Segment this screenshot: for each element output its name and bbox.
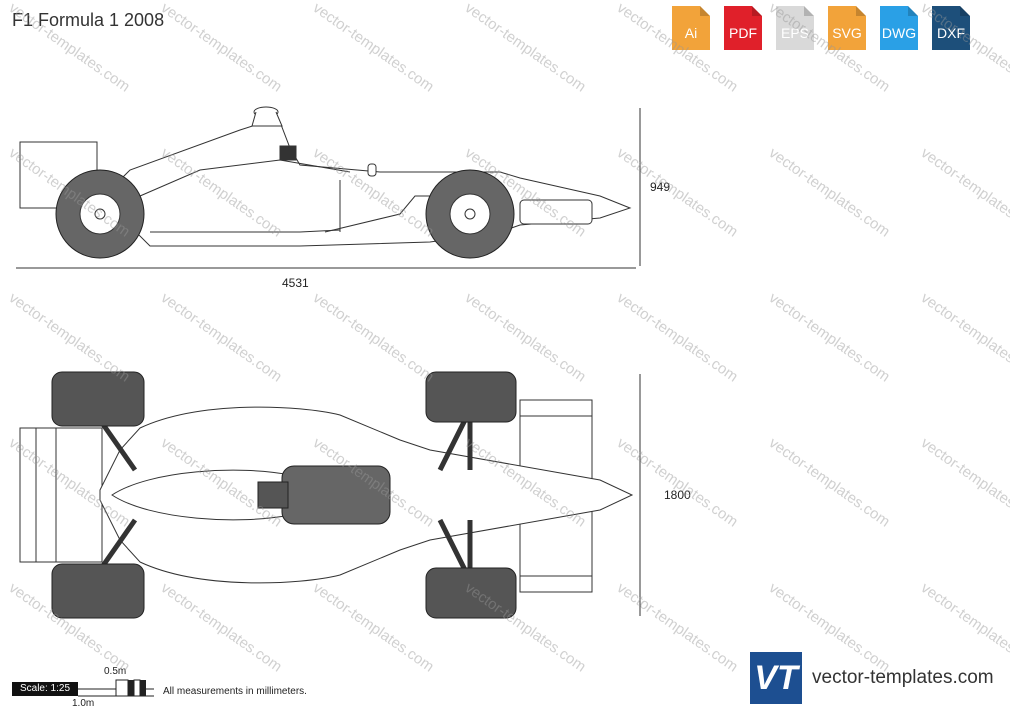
side-view <box>16 106 641 269</box>
format-icon-dwg[interactable]: DWG <box>876 4 922 52</box>
page-title: F1 Formula 1 2008 <box>12 10 165 30</box>
length-dimension: 4531 <box>282 276 309 290</box>
format-label: SVG <box>832 25 862 41</box>
scale-full-label: 1.0m <box>72 698 95 709</box>
format-icon-eps[interactable]: EPS <box>772 4 818 52</box>
format-icon-dxf[interactable]: DXF <box>928 4 974 52</box>
scale-half-label: 0.5m <box>104 666 127 677</box>
scale-label: Scale: 1:25 <box>12 682 78 696</box>
format-icon-pdf[interactable]: PDF <box>720 4 766 52</box>
format-label: Ai <box>684 25 698 41</box>
brand: VT vector-templates.com <box>750 652 994 704</box>
format-label: PDF <box>729 25 757 41</box>
brand-logo: VT <box>750 652 802 704</box>
format-label: DWG <box>881 25 917 41</box>
measurement-note: All measurements in millimeters. <box>163 686 307 697</box>
width-dimension: 1800 <box>664 488 691 502</box>
height-dimension: 949 <box>650 180 671 194</box>
brand-url: vector-templates.com <box>812 667 994 688</box>
format-label: DXF <box>937 25 965 41</box>
format-icons: Ai PDF EPS SVG DWG DXF <box>668 4 974 52</box>
format-icon-svg[interactable]: SVG <box>824 4 870 52</box>
top-view <box>19 371 641 619</box>
format-label: EPS <box>780 25 809 41</box>
format-icon-ai[interactable]: Ai <box>668 4 714 52</box>
